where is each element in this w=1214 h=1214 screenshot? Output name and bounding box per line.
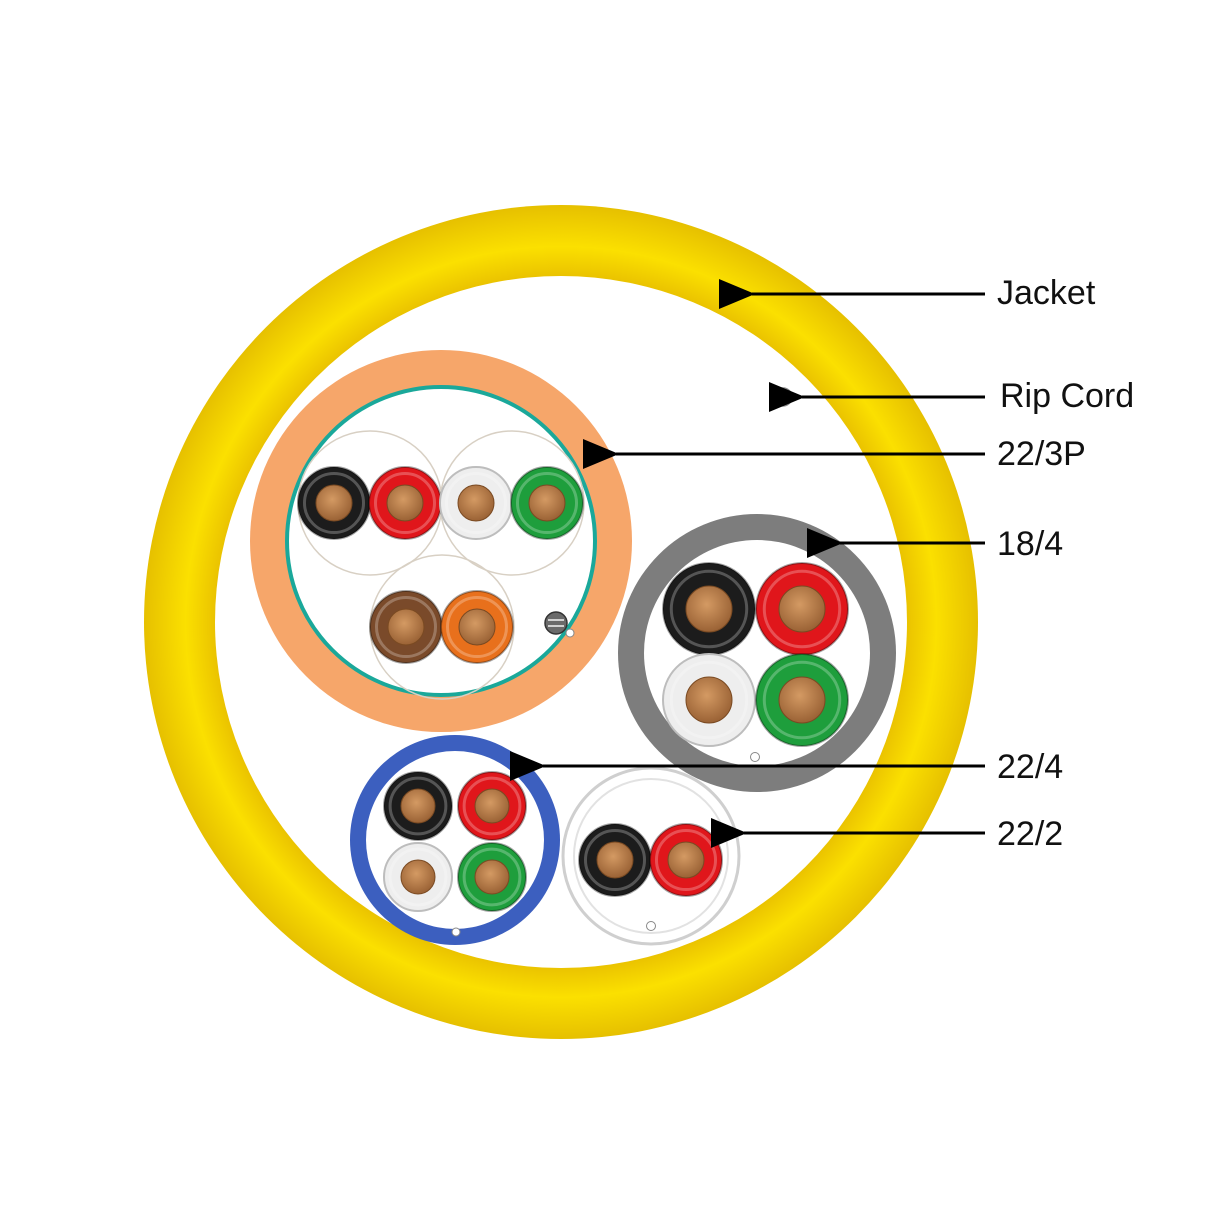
copper-core [474,859,510,895]
white-conductor [662,653,756,747]
callout-labels: Jacket Rip Cord 22/3P 18/4 22/4 22/2 [997,274,1134,853]
copper-core [528,484,566,522]
black-conductor [662,562,756,656]
copper-core [457,484,495,522]
rip-thread [646,921,656,931]
rip-cord [773,387,793,407]
copper-core [386,484,424,522]
label-18-4: 18/4 [997,525,1063,563]
black-conductor [297,466,371,540]
label-22-2: 22/2 [997,815,1063,853]
copper-core [778,585,826,633]
copper-core [315,484,353,522]
copper-core [596,841,634,879]
rip-thread [451,927,461,937]
white-conductor [439,466,513,540]
label-jacket: Jacket [997,274,1096,312]
copper-core [778,676,826,724]
cable-22-3p [250,350,632,732]
green-conductor [510,466,584,540]
copper-core [458,608,496,646]
cable-22-4 [350,735,560,945]
rip-thread [750,752,760,762]
black-conductor [578,823,652,897]
red-conductor [755,562,849,656]
black-conductor [383,771,453,841]
cable-18-4 [618,514,896,792]
red-conductor [649,823,723,897]
copper-core [685,676,733,724]
label-rip-cord: Rip Cord [1000,377,1134,415]
copper-core [387,608,425,646]
red-conductor [368,466,442,540]
copper-core [474,788,510,824]
drain-wire [544,611,568,635]
copper-core [400,788,436,824]
green-conductor [457,842,527,912]
label-22-3p: 22/3P [997,435,1086,473]
copper-core [685,585,733,633]
conductors [297,466,849,912]
red-conductor [457,771,527,841]
green-conductor [755,653,849,747]
callout-lines [510,279,985,848]
orange-conductor [440,590,514,664]
label-22-4: 22/4 [997,748,1063,786]
white-conductor [383,842,453,912]
copper-core [667,841,705,879]
brown-conductor [369,590,443,664]
copper-core [400,859,436,895]
